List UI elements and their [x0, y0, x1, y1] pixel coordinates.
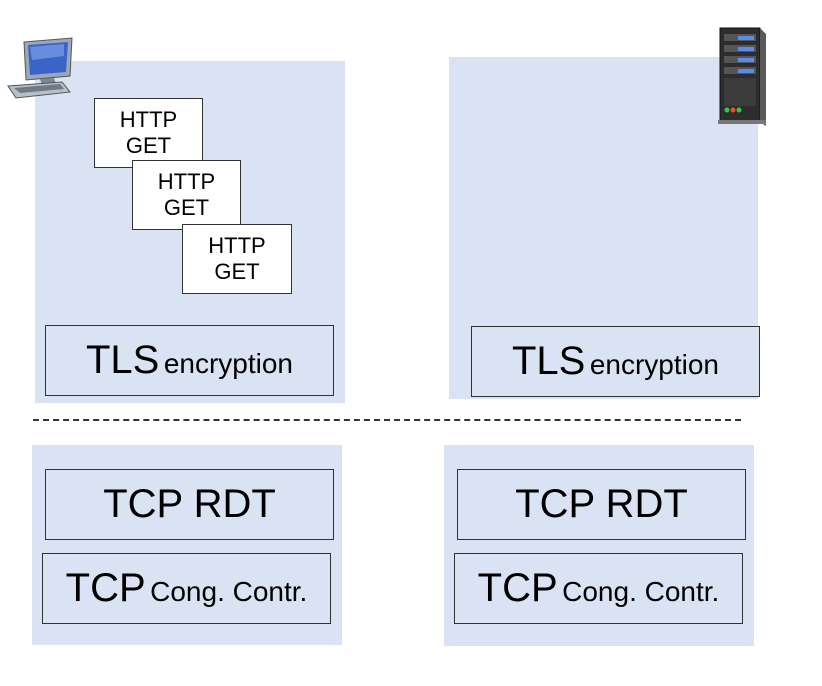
server-tcp-cc-sub-label: Cong. Contr. — [562, 575, 720, 607]
http-get-3-line2: GET — [214, 259, 260, 284]
client-tcp-cc-label: TCP — [65, 566, 146, 610]
server-tower-icon — [718, 27, 766, 126]
client-tcp-rdt-label: TCP RDT — [103, 482, 276, 526]
http-get-3-line1: HTTP — [208, 233, 266, 258]
client-tcp-congestion-control-box: TCP Cong. Contr. — [42, 553, 331, 624]
client-tls-sub-label: encryption — [163, 347, 293, 379]
desktop-computer-icon — [7, 37, 73, 99]
http-get-message-1: HTTP GET — [94, 98, 203, 168]
http-get-2-line2: GET — [163, 195, 210, 220]
client-tcp-cc-sub-label: Cong. Contr. — [150, 575, 308, 607]
server-tls-label: TLS — [512, 339, 586, 383]
client-tls-label: TLS — [86, 338, 160, 382]
server-tcp-rdt-label: TCP RDT — [515, 482, 688, 526]
server-tcp-cc-label: TCP — [477, 566, 558, 610]
http-get-2-line1: HTTP — [157, 169, 216, 194]
http-get-1-line1: HTTP — [119, 107, 178, 132]
server-tcp-rdt-box: TCP RDT — [457, 469, 746, 540]
http-get-message-2: HTTP GET — [132, 160, 241, 230]
server-tcp-congestion-control-box: TCP Cong. Contr. — [454, 553, 743, 624]
http-get-1-line2: GET — [125, 133, 172, 158]
server-tls-encryption-box: TLS encryption — [471, 326, 760, 397]
client-tcp-rdt-box: TCP RDT — [45, 469, 334, 540]
http-get-message-3: HTTP GET — [182, 224, 292, 294]
layer-separator-dashed-line — [33, 419, 741, 421]
client-tls-encryption-box: TLS encryption — [45, 325, 334, 396]
server-tls-sub-label: encryption — [589, 348, 719, 380]
